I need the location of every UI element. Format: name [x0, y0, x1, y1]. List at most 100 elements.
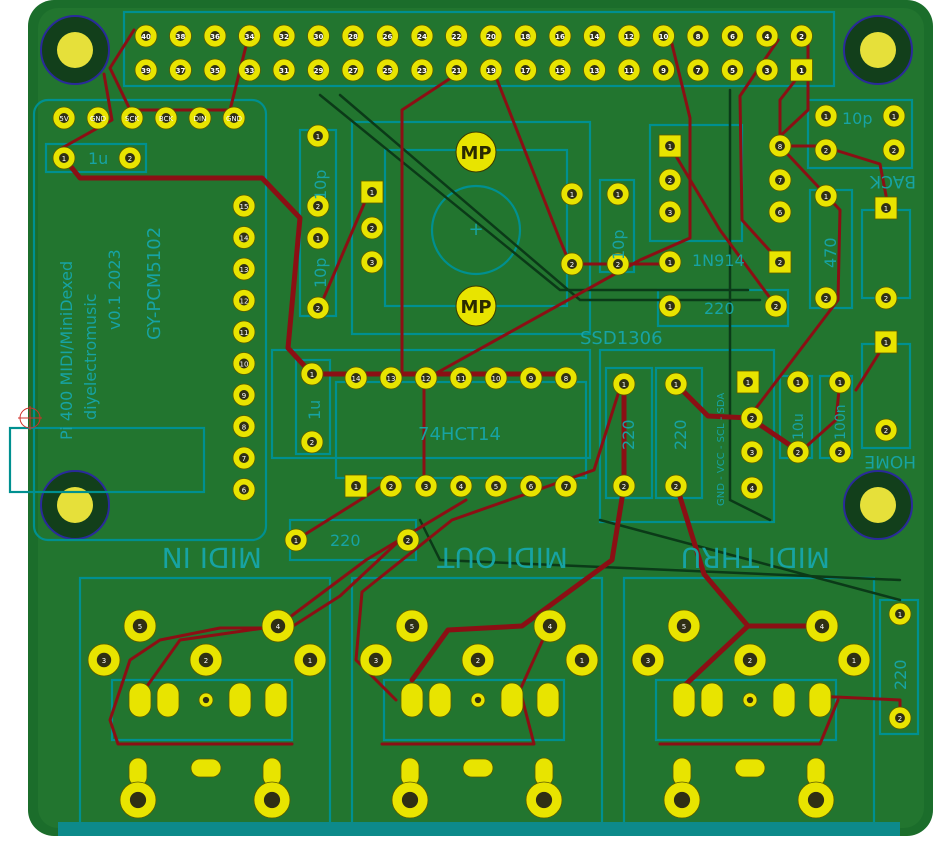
ic-pin-6: 6 [519, 474, 543, 498]
midi-thru-pad-3: 3 [631, 643, 665, 677]
ic-pin-3-label: 3 [424, 483, 428, 491]
pad-30: 2 [882, 138, 906, 162]
copper-fill [38, 8, 924, 828]
midi-out-pad-1: 1 [565, 643, 599, 677]
pcm-module-label: GY-PCM5102 [144, 227, 165, 340]
gpio-pin-17-label: 17 [521, 67, 531, 75]
ic-pin-13-label: 13 [387, 375, 396, 383]
pad-40-label: 2 [750, 415, 754, 423]
pad-44-label: 2 [796, 449, 800, 457]
midi-out-pad-3: 3 [359, 643, 393, 677]
pad-33: 1 [874, 330, 898, 354]
pad-18: 8 [768, 134, 792, 158]
pad-23: 1 [658, 294, 682, 318]
res-220-d: 220 [671, 419, 690, 450]
midi-in-pad-2-label: 2 [204, 657, 208, 665]
gpio-pin-9-label: 9 [661, 67, 666, 75]
res-220-c: 220 [619, 419, 638, 450]
midi-out-pad-2: 2 [461, 643, 495, 677]
gpio-pin-18: 18 [514, 24, 537, 48]
gpio-pin-22-label: 22 [452, 33, 462, 41]
pad-22: 2 [768, 250, 792, 274]
gpio-pin-39-label: 39 [141, 67, 151, 75]
gpio-pin-21-label: 21 [452, 67, 462, 75]
pcm-side-pin-10: 10 [232, 352, 256, 375]
midi-in-oval-d [264, 682, 288, 718]
ic-pin-11-label: 11 [457, 375, 466, 383]
back-label: BACK [869, 171, 916, 191]
pad-28: 2 [814, 286, 838, 310]
cap-10p-c: 10p [609, 229, 628, 260]
pad-23-label: 1 [668, 303, 672, 311]
gpio-pin-25-label: 25 [383, 67, 393, 75]
pad-33-label: 1 [884, 339, 888, 347]
ic-pin-11: 11 [449, 366, 473, 390]
pad-24: 2 [764, 294, 788, 318]
pad-10-label: 2 [570, 261, 574, 269]
midi-in-pad-3-label: 3 [102, 657, 106, 665]
pad-50-label: 2 [898, 715, 902, 723]
gpio-pin-30-label: 30 [314, 33, 324, 41]
gpio-pin-10-label: 10 [659, 33, 669, 41]
gpio-pin-2-label: 2 [799, 33, 804, 41]
pcm-pin-gnd-1-label: GND [90, 115, 106, 123]
pad-25: 1 [814, 104, 838, 128]
ic-pin-10: 10 [484, 366, 508, 390]
pad-1: 2 [118, 146, 142, 170]
oled-label: SSD1306 [580, 328, 663, 349]
gpio-pin-32: 32 [272, 24, 296, 48]
pcm-side-pin-7: 7 [232, 446, 256, 470]
gpio-pin-4: 4 [755, 24, 779, 48]
pad-19-label: 7 [778, 177, 782, 185]
pad-42-label: 4 [750, 485, 755, 493]
pad-3: 2 [306, 194, 330, 218]
gpio-pin-13-label: 13 [590, 67, 600, 75]
pad-20: 6 [768, 200, 792, 224]
gpio-pin-36-label: 36 [210, 33, 220, 41]
midi-out-label: MIDI OUT [436, 541, 568, 574]
gpio-pin-39: 39 [134, 58, 158, 82]
midi-out-npth [470, 692, 486, 708]
gpio-pin-29: 29 [307, 58, 330, 82]
component-value-labels: 1u 10p 10p 10p 10p 1u 10u 100n 220 220 2… [88, 109, 910, 690]
ic-pin-4-label: 4 [459, 483, 464, 491]
midi-out-oval-a [400, 682, 424, 718]
midi-in-slot [190, 758, 222, 778]
midi-in-shield-l [119, 781, 157, 819]
pad-29: 1 [882, 104, 906, 128]
pad-13: 1 [300, 362, 324, 386]
gpio-pin-20-label: 20 [486, 33, 496, 41]
ic-pin-10-label: 10 [492, 375, 501, 383]
gpio-pin-34-label: 34 [245, 33, 255, 41]
midi-in-oval-c [228, 682, 252, 718]
ic-pin-8: 8 [554, 366, 578, 390]
pcm-side-pin-11: 11 [232, 320, 256, 344]
gpio-pin-11: 11 [617, 58, 641, 82]
pcm-pin-din-4: DIN [188, 106, 212, 130]
res-220-e: 220 [891, 659, 910, 690]
gpio-pin-38: 38 [169, 24, 192, 48]
pad-48-label: 2 [406, 537, 410, 545]
midi-out-shield-l [391, 781, 429, 819]
pcm-side-pin-9: 9 [232, 383, 256, 407]
pad-9: 1 [560, 182, 584, 206]
pad-26: 2 [814, 138, 838, 162]
origin-marker [18, 406, 42, 430]
pad-50: 2 [888, 706, 912, 730]
ic-pin-12-label: 12 [422, 375, 431, 383]
midi-thru-pad-4-label: 4 [820, 623, 825, 631]
pad-6-label: 1 [370, 189, 374, 197]
ic-pin-2-label: 2 [389, 483, 393, 491]
gpio-pin-4-label: 4 [765, 33, 770, 41]
pad-24-label: 2 [774, 303, 778, 311]
pad-0: 1 [52, 146, 76, 170]
midi-thru-pad-3-label: 3 [646, 657, 650, 665]
pad-21: 1 [658, 250, 682, 274]
pad-34-label: 2 [884, 427, 888, 435]
home-label: HOME [864, 451, 916, 471]
pad-37: 1 [664, 372, 688, 396]
